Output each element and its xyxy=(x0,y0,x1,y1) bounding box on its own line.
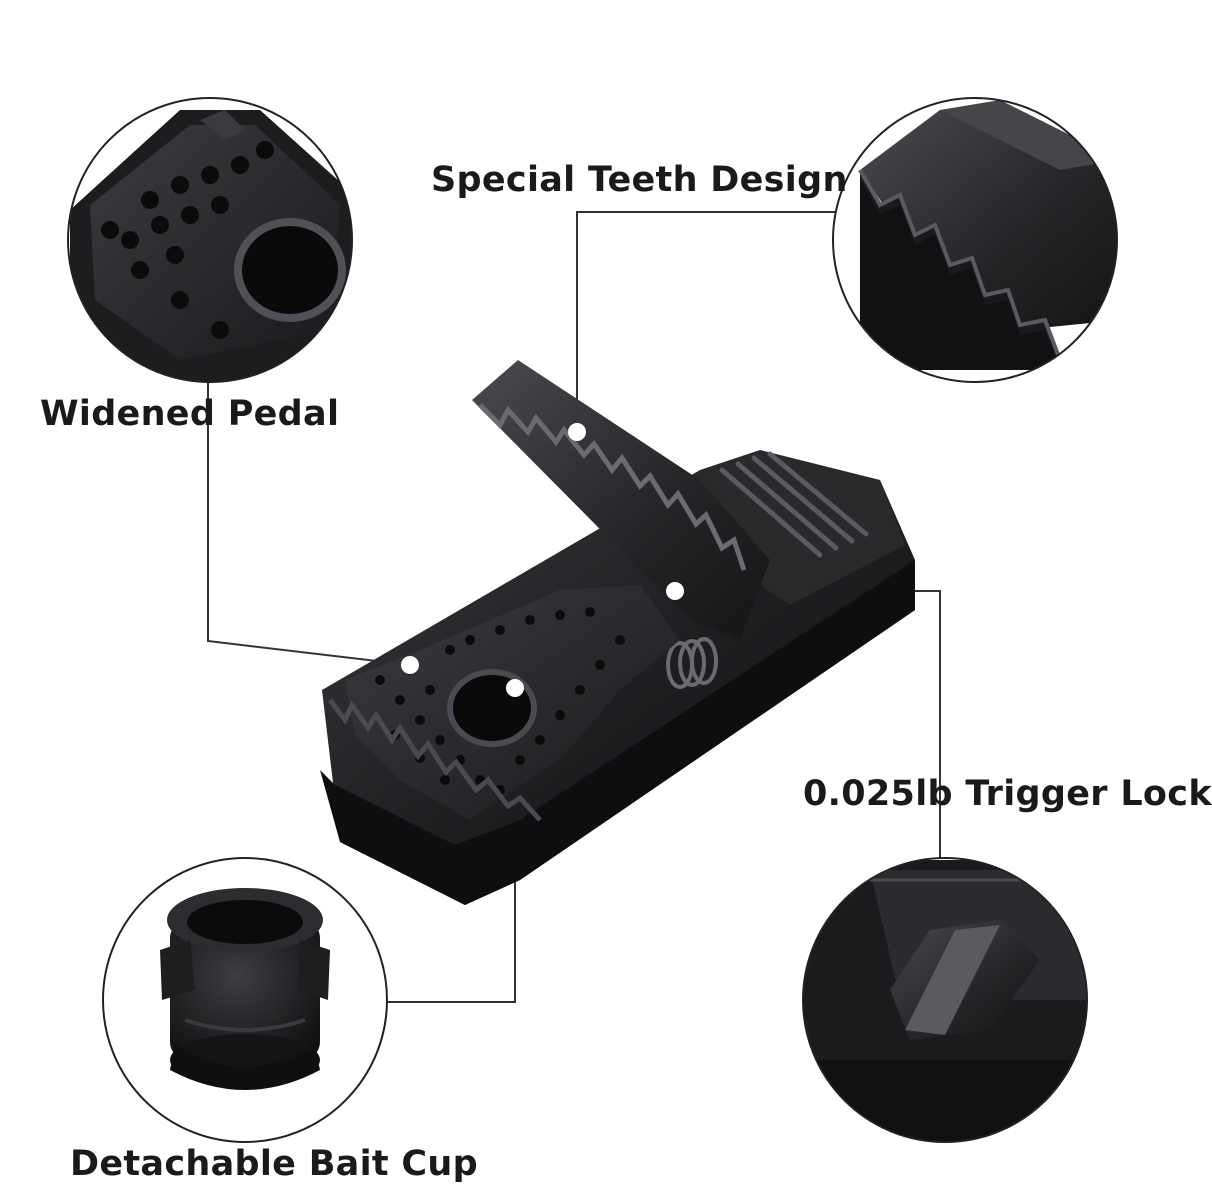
teeth-closeup-icon xyxy=(832,97,1118,383)
leader-teeth xyxy=(576,211,835,432)
label-special-teeth-design: Special Teeth Design xyxy=(431,160,848,200)
pedal-closeup-icon xyxy=(67,97,353,383)
callout-dots xyxy=(401,423,684,697)
label-widened-pedal: Widened Pedal xyxy=(40,394,340,434)
label-trigger-lock: 0.025lb Trigger Lock xyxy=(803,774,1212,814)
bait-cup-icon xyxy=(102,857,388,1143)
trigger-closeup-icon xyxy=(802,857,1088,1143)
leader-pedal xyxy=(207,378,411,666)
label-detachable-bait-cup: Detachable Bait Cup xyxy=(70,1144,478,1184)
mouse-trap-icon xyxy=(320,360,915,905)
spring-icon xyxy=(666,637,718,689)
